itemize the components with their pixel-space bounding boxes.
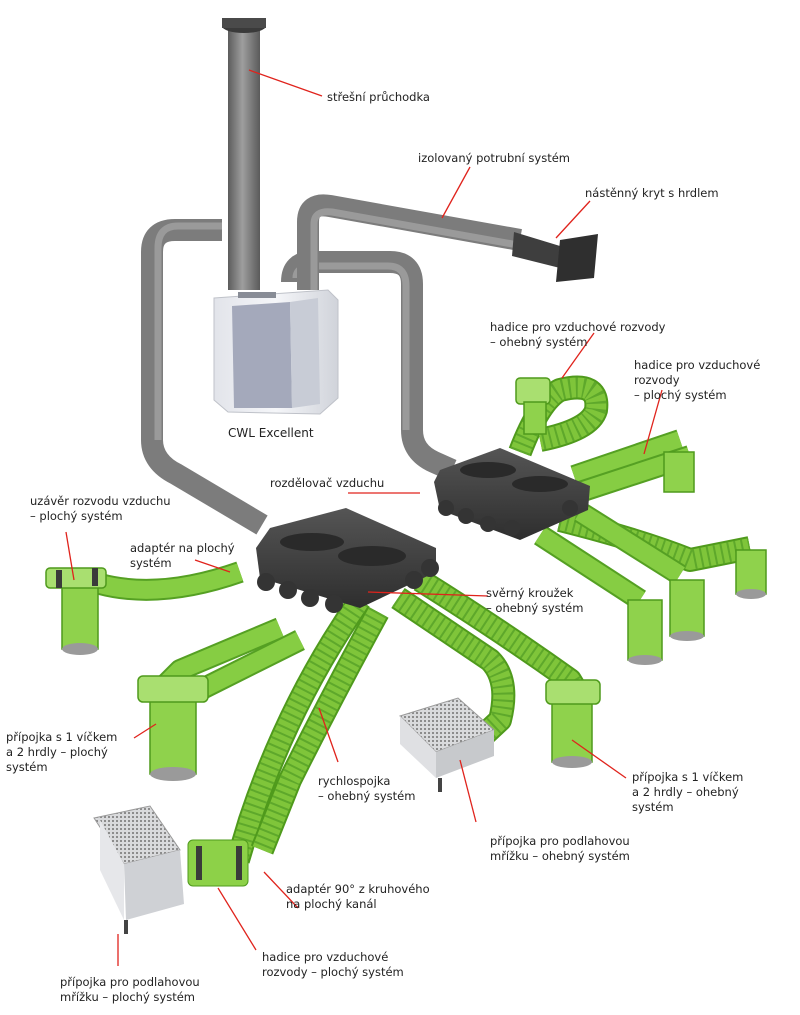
leader-lines [65, 69, 663, 966]
label-end-cap: uzávěr rozvodu vzduchu – plochý systém [30, 494, 171, 523]
label-adapter-90: adaptér 90° z kruhového na plochý kanál [286, 882, 430, 911]
label-hose-flat-2: hadice pro vzduchové rozvody – plochý sy… [262, 950, 404, 979]
connectors-right-group [515, 377, 767, 665]
label-flat-adapter: adaptér na plochý systém [130, 541, 235, 570]
cwl-excellent-unit [213, 289, 339, 415]
connector-flexible-right [545, 679, 601, 768]
label-distributor: rozdělovač vzduchu [270, 476, 385, 490]
label-connector-flexible: přípojka s 1 víčkem a 2 hrdly – ohebný s… [632, 770, 744, 814]
flexible-hoses-left [226, 569, 596, 864]
air-distributor-right [434, 448, 590, 540]
label-wall-cover: nástěnný kryt s hrdlem [585, 186, 719, 200]
label-roof-pass: střešní průchodka [327, 90, 430, 104]
flat-hoses-left [76, 561, 305, 700]
label-hose-flat-1: hadice pro vzduchové rozvody – plochý sy… [634, 358, 761, 402]
label-floor-grille-flexible: přípojka pro podlahovou mřížku – ohebný … [490, 834, 630, 863]
adapter-90-flat [187, 839, 249, 887]
floor-grille-flat [93, 805, 184, 934]
air-distributor-left [256, 508, 439, 613]
label-hose-flexible-1: hadice pro vzduchové rozvody – ohebný sy… [490, 320, 666, 349]
label-quick-coupler: rychlospojka – ohebný systém [318, 774, 416, 803]
connector-flat-left [137, 675, 209, 781]
label-unit-name: CWL Excellent [228, 426, 314, 440]
label-clamp-ring: svěrný kroužek – ohebný systém [486, 586, 584, 615]
end-cap-flat [45, 567, 107, 655]
label-floor-grille-flat: přípojka pro podlahovou mřížku – plochý … [60, 975, 200, 1004]
floor-grille-flexible [399, 697, 495, 792]
label-insulated-duct: izolovaný potrubní systém [418, 151, 570, 165]
label-connector-flat: přípojka s 1 víčkem a 2 hrdly – plochý s… [6, 730, 118, 774]
